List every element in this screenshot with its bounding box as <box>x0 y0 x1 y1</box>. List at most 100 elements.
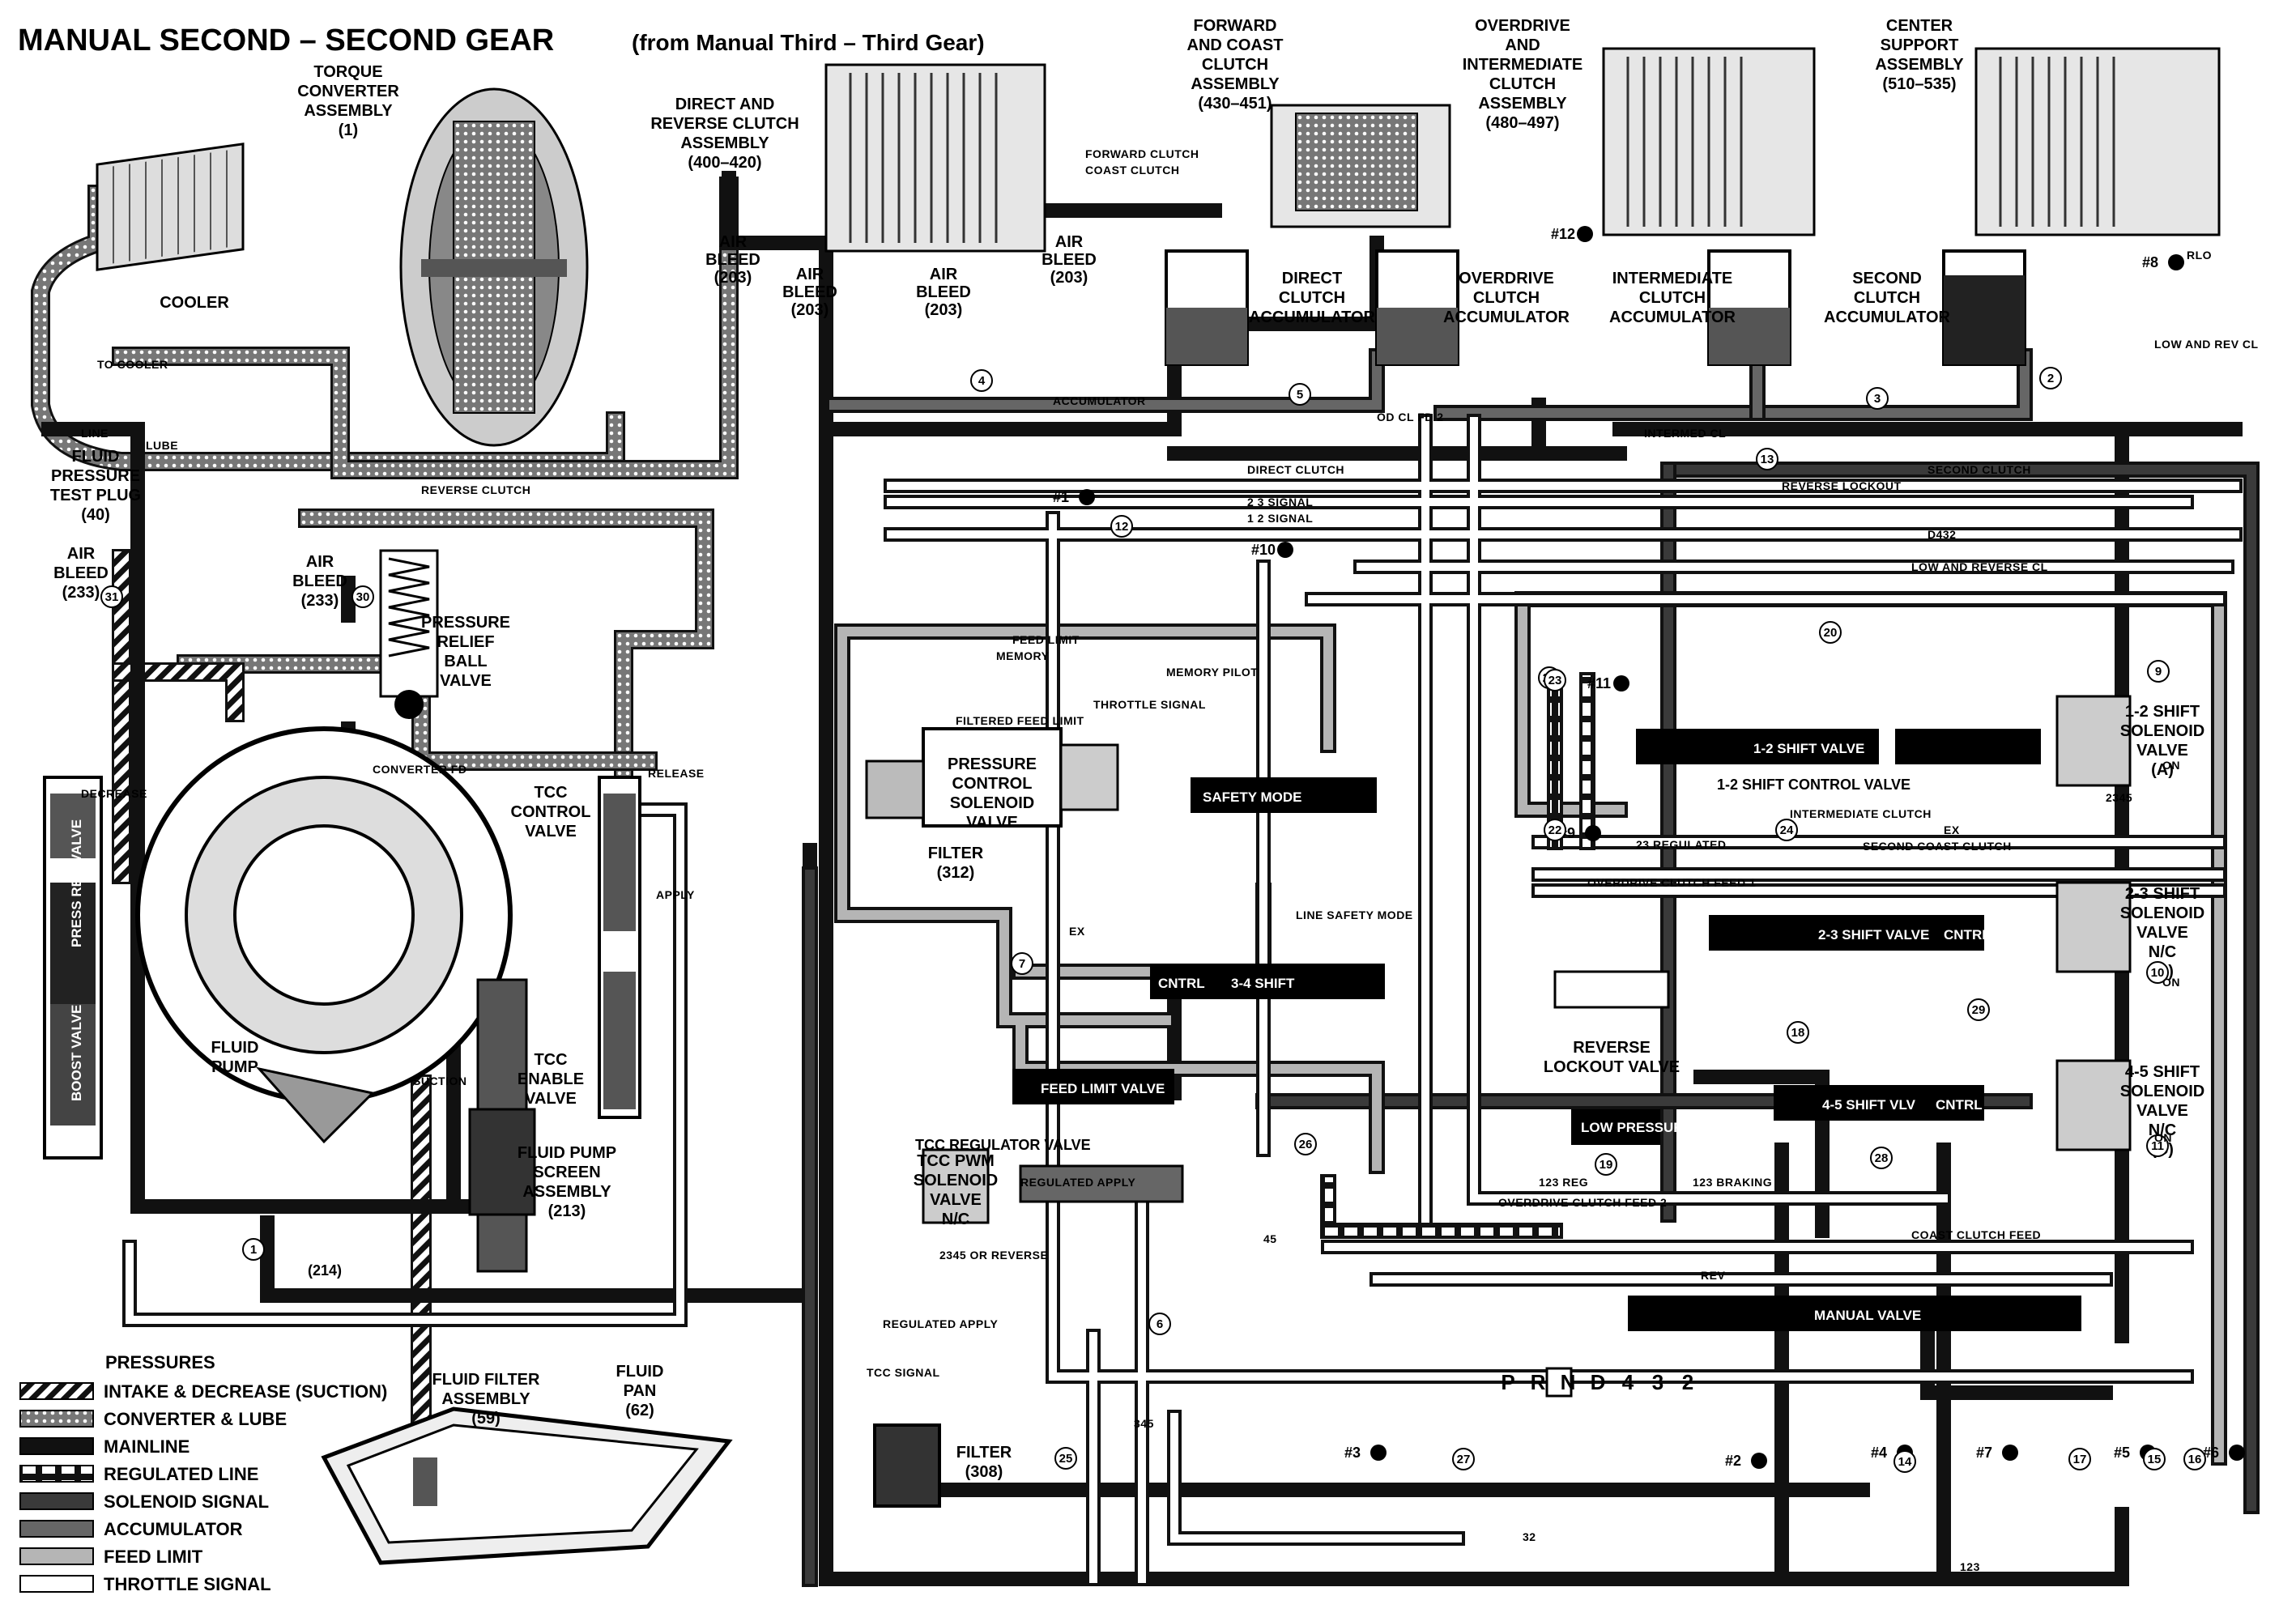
gear-P: P <box>1501 1370 1514 1394</box>
suction-circuit <box>112 549 432 1484</box>
legend-label: ACCUMULATOR <box>104 1519 243 1539</box>
orifice-marker <box>1452 1448 1475 1470</box>
passage-label-123-reg: 123 REG <box>1539 1176 1588 1189</box>
orifice-marker <box>1870 1147 1893 1169</box>
legend-swatch <box>19 1520 94 1538</box>
orifice-marker <box>242 1238 265 1261</box>
tcc-regulator-valve <box>1019 1164 1184 1203</box>
legend-label: REGULATED LINE <box>104 1464 258 1484</box>
checkball-label: #2 <box>1725 1453 1741 1469</box>
passage-label-coast-clutch-feed: COAST CLUTCH FEED <box>1911 1228 2041 1241</box>
fluid-pump <box>135 726 513 1144</box>
orifice-label: 25 <box>1059 1452 1073 1466</box>
solenoid-on-label: ON <box>2162 759 2180 772</box>
passage-label-32: 32 <box>1523 1530 1536 1543</box>
orifice-label: 15 <box>2148 1453 2162 1466</box>
passage-label-345: 345 <box>1134 1417 1154 1430</box>
solenoid-on-label: ON <box>2154 1131 2172 1144</box>
center-support-assembly <box>1974 47 2221 236</box>
checkballs: #1#2#3#4#5#6#7#8#9#10#11#12 <box>1053 226 2245 1469</box>
reverse-lockout-valve <box>1553 970 1670 1009</box>
orifice-label: 30 <box>356 590 370 604</box>
valve-label-shift12-control: 1-2 SHIFT CONTROL VALVE <box>1717 777 1910 793</box>
passage-label-regulated-apply-2: REGULATED APPLY <box>883 1317 998 1330</box>
passage-label-throttle-signal: THROTTLE SIGNAL <box>1093 698 1206 711</box>
legend-swatch <box>19 1575 94 1593</box>
orifice-marker <box>1893 1450 1916 1473</box>
shift-12-control-valve <box>1895 729 2041 764</box>
legend-items: INTAKE & DECREASE (SUCTION)CONVERTER & L… <box>19 1381 387 1594</box>
converter-lube-circuit <box>31 177 739 787</box>
gear-N: N <box>1561 1370 1576 1394</box>
checkball-label: #12 <box>1551 226 1575 242</box>
passage-label-suction: SUCTION <box>413 1074 467 1087</box>
passage-label-reverse-clutch: REVERSE CLUTCH <box>421 483 530 496</box>
checkball-marker <box>1577 226 1593 242</box>
solenoid-on-label: ON <box>2162 976 2180 989</box>
fluid-pump-screen <box>468 978 536 1273</box>
passage-label-od-cl-fd-2: OD CL FD 2 <box>1377 411 1444 423</box>
checkball-label: #1 <box>1053 489 1069 505</box>
label-filter-308: FILTER(308) <box>956 1444 1012 1481</box>
passage-label-converter-fd: CONVERTER FD <box>373 763 466 776</box>
legend-swatch <box>19 1382 94 1400</box>
orifice-marker <box>1544 669 1566 691</box>
passage-label-to-cooler: TO COOLER <box>97 358 168 371</box>
orifice-marker <box>100 585 123 608</box>
passage-label-second-clutch: SECOND CLUTCH <box>1928 463 2031 476</box>
passage-label-overdrive-clutch-feed-1: OVERDRIVE CLUTCH FEED 1 <box>1587 876 1756 889</box>
passage-label-feed-limit: FEED LIMIT <box>1012 633 1080 646</box>
gear-2: 2 <box>1682 1370 1693 1394</box>
overdrive-clutch-accumulator <box>1375 249 1459 366</box>
exhaust-label: EX <box>1944 823 1960 836</box>
gear-3: 3 <box>1652 1370 1663 1394</box>
orifice-label: 29 <box>1972 1003 1986 1017</box>
orifice-label: 19 <box>1600 1158 1613 1172</box>
accumulator-circuit <box>826 332 2033 421</box>
valve-label-shift34: 3-4 SHIFT <box>1231 976 1295 991</box>
safety-mode-valve <box>1191 777 1377 813</box>
passage-label-intermediate-clutch: INTERMEDIATE CLUTCH <box>1790 807 1932 820</box>
orifice-label: 23 <box>1548 674 1562 687</box>
valve-label-safety-mode: SAFETY MODE <box>1203 789 1301 805</box>
orifice-label: 5 <box>1297 388 1303 402</box>
checkball-marker <box>1079 489 1095 505</box>
valve-label-shift23: 2-3 SHIFT VALVE <box>1818 927 1929 943</box>
orifice-label: 26 <box>1299 1138 1313 1151</box>
label-filter-312: FILTER(312) <box>928 845 984 882</box>
orifice-label: 4 <box>978 374 986 388</box>
legend-swatch <box>19 1410 94 1428</box>
checkball-label: #4 <box>1871 1445 1887 1461</box>
pressure-regulator-assembly <box>43 776 103 1160</box>
passage-label-45: 45 <box>1263 1232 1277 1245</box>
checkball-marker <box>2229 1445 2245 1461</box>
orifice-label: 13 <box>1761 453 1774 466</box>
legend-label: THROTTLE SIGNAL <box>104 1574 271 1594</box>
orifice-label: 6 <box>1157 1317 1163 1331</box>
passage-label-release: RELEASE <box>648 767 705 780</box>
orifice-label: 1 <box>250 1243 257 1257</box>
passage-label-forward-clutch: FORWARD CLUTCH <box>1085 147 1199 160</box>
regulated-line-circuit <box>1320 672 1595 1239</box>
checkball-marker <box>2002 1445 2018 1461</box>
checkball-marker <box>1370 1445 1387 1461</box>
accumulators <box>1165 249 2026 366</box>
shift-45-valve <box>1774 1085 1984 1121</box>
checkball-label: #10 <box>1251 542 1276 558</box>
passage-label-reverse-lockout: REVERSE LOCKOUT <box>1782 479 1902 492</box>
feed-limit-valve <box>1012 1069 1174 1104</box>
low-pressure-valve <box>1571 1109 1660 1145</box>
